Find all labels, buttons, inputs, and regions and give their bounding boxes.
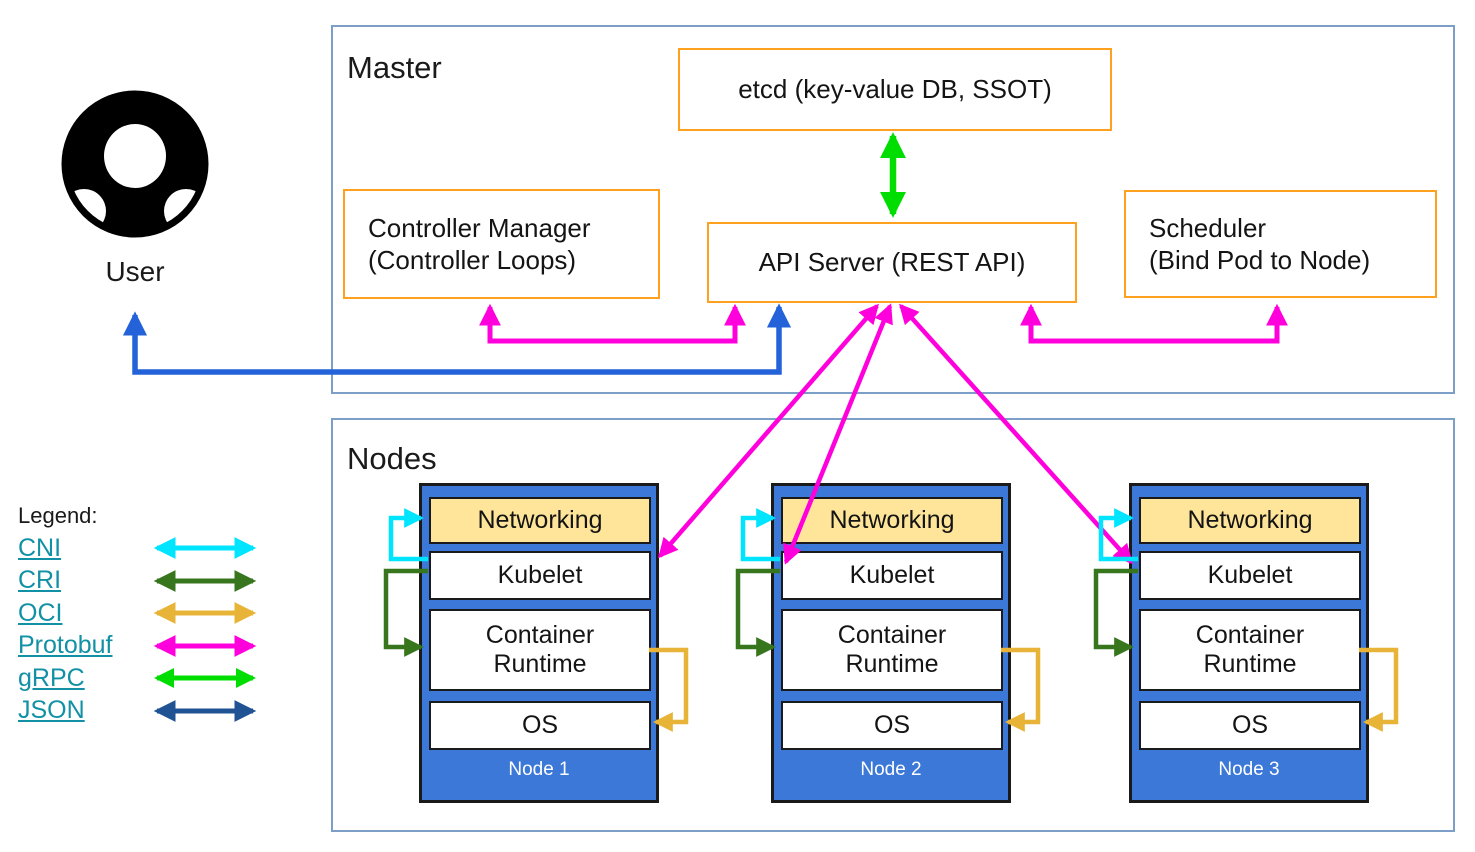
node-3: Networking Kubelet Container Runtime OS …: [1129, 483, 1369, 803]
node-name-label: Node 2: [860, 759, 922, 780]
node-2: Networking Kubelet Container Runtime OS …: [771, 483, 1011, 803]
legend-item-cri: CRI: [18, 565, 265, 598]
legend-item-protobuf: Protobuf: [18, 630, 265, 663]
kubelet-layer: Kubelet: [1139, 551, 1361, 600]
controller-manager-label-line1: Controller Manager: [368, 212, 591, 243]
cri-legend-arrow-icon: [153, 569, 257, 592]
container-runtime-layer: Container Runtime: [429, 609, 651, 691]
legend-item-grpc: gRPC: [18, 662, 265, 695]
node-name-label: Node 3: [1218, 759, 1280, 780]
os-layer: OS: [429, 701, 651, 750]
nodes-section-box: [331, 418, 1455, 832]
legend-item-oci: OCI: [18, 597, 265, 630]
container-runtime-layer: Container Runtime: [781, 609, 1003, 691]
legend-link-json[interactable]: JSON: [18, 696, 85, 725]
legend: Legend: CNI CRI OCI Protobuf gRPC: [18, 503, 265, 727]
networking-layer: Networking: [1139, 497, 1361, 544]
os-label: OS: [521, 711, 559, 739]
oci-legend-arrow-icon: [153, 602, 257, 625]
legend-link-cni[interactable]: CNI: [18, 533, 62, 562]
legend-link-oci[interactable]: OCI: [18, 598, 63, 627]
container-runtime-label: Container Runtime: [485, 621, 595, 678]
kubelet-label: Kubelet: [497, 561, 583, 589]
user-silhouette-icon: [61, 90, 209, 238]
networking-layer: Networking: [429, 497, 651, 544]
node-name-label: Node 1: [508, 759, 570, 780]
master-section-title: Master: [347, 50, 442, 85]
user-icon: [61, 90, 209, 238]
legend-item-cni: CNI: [18, 532, 265, 565]
etcd-label: etcd (key-value DB, SSOT): [738, 74, 1052, 105]
os-layer: OS: [1139, 701, 1361, 750]
cni-legend-arrow-icon: [153, 537, 257, 560]
kubelet-label: Kubelet: [1207, 561, 1293, 589]
kubelet-layer: Kubelet: [781, 551, 1003, 600]
legend-link-protobuf[interactable]: Protobuf: [18, 631, 113, 660]
networking-layer: Networking: [781, 497, 1003, 544]
scheduler-box: Scheduler (Bind Pod to Node): [1124, 190, 1437, 298]
networking-label: Networking: [829, 506, 955, 534]
os-layer: OS: [781, 701, 1003, 750]
os-label: OS: [873, 711, 911, 739]
protobuf-legend-arrow-icon: [153, 634, 257, 657]
api-server-label: API Server (REST API): [758, 247, 1026, 278]
nodes-section-title: Nodes: [347, 441, 437, 476]
kubelet-label: Kubelet: [849, 561, 935, 589]
container-runtime-layer: Container Runtime: [1139, 609, 1361, 691]
legend-link-grpc[interactable]: gRPC: [18, 663, 85, 692]
networking-label: Networking: [477, 506, 603, 534]
controller-manager-label-line2: (Controller Loops): [368, 245, 577, 275]
networking-label: Networking: [1187, 506, 1313, 534]
legend-title: Legend:: [18, 503, 98, 528]
kubelet-layer: Kubelet: [429, 551, 651, 600]
grpc-legend-arrow-icon: [154, 668, 256, 689]
container-runtime-label: Container Runtime: [1195, 621, 1305, 678]
scheduler-label-line2: (Bind Pod to Node): [1149, 245, 1371, 275]
controller-manager-box: Controller Manager (Controller Loops): [343, 189, 660, 299]
etcd-box: etcd (key-value DB, SSOT): [678, 48, 1112, 131]
api-server-box: API Server (REST API): [707, 222, 1077, 303]
node-1: Networking Kubelet Container Runtime OS …: [419, 483, 659, 803]
container-runtime-label: Container Runtime: [837, 621, 947, 678]
master-section-box: [331, 25, 1455, 394]
legend-item-json: JSON: [18, 695, 265, 728]
scheduler-label-line1: Scheduler: [1149, 212, 1267, 243]
legend-link-cri[interactable]: CRI: [18, 566, 62, 595]
os-label: OS: [1231, 711, 1269, 739]
json-legend-arrow-icon: [153, 699, 257, 722]
user-label: User: [105, 256, 165, 287]
